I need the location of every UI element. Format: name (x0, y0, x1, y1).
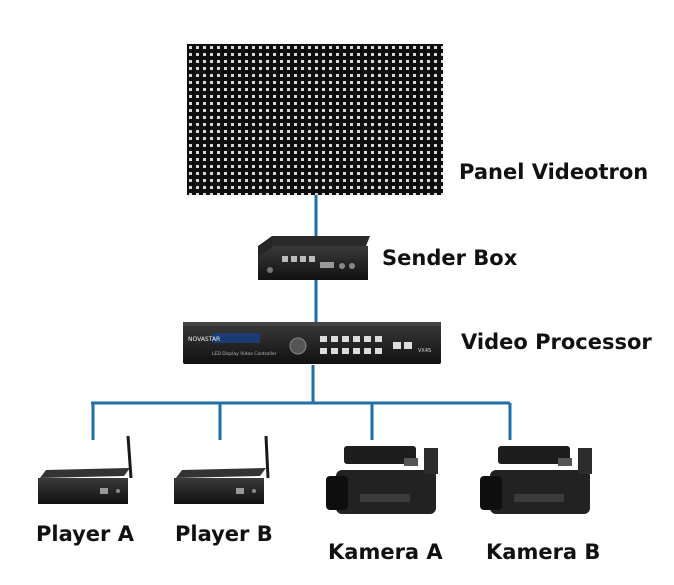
video-processor-label: Video Processor (461, 330, 652, 354)
processor-caption-text: LED Display Video Controller (212, 351, 277, 357)
kamera-a-label: Kamera A (328, 540, 443, 564)
processor-model-text: VX4S (418, 348, 431, 354)
sender-box-icon (258, 236, 370, 280)
sender-box-label: Sender Box (382, 246, 518, 270)
video-processor-icon: NOVASTAR LED Display Video Controller VX… (183, 322, 441, 364)
media-player-icon (38, 435, 133, 504)
media-player-icon (174, 435, 270, 504)
player-a-label: Player A (36, 522, 134, 546)
player-b-label: Player B (175, 522, 273, 546)
panel-label: Panel Videotron (459, 160, 649, 184)
processor-brand-text: NOVASTAR (188, 336, 220, 343)
camcorder-icon (326, 446, 438, 514)
connector-lines (91, 195, 512, 440)
camcorder-icon (480, 446, 592, 514)
led-panel-icon (187, 44, 443, 195)
kamera-b-label: Kamera B (486, 540, 601, 564)
